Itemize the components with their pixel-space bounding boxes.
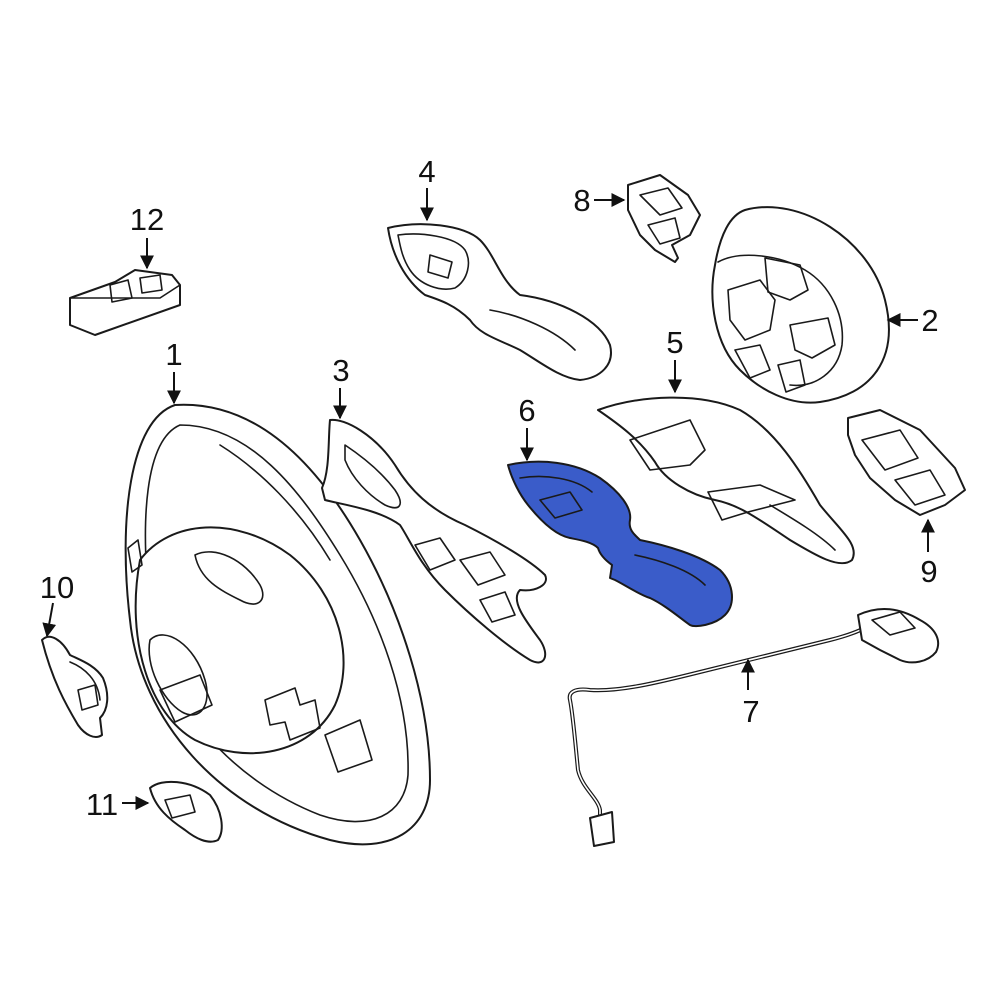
part-4-trim-panel[interactable]: [387, 223, 612, 381]
callout-8: 8: [573, 183, 590, 218]
callout-7: 7: [742, 694, 759, 729]
part-2-airbag-module[interactable]: [711, 206, 890, 404]
part-9-switch[interactable]: [847, 409, 966, 516]
callout-11: 11: [86, 787, 118, 822]
part-10-paddle[interactable]: [41, 635, 109, 738]
part-6-highlighted-cover[interactable]: [507, 460, 733, 628]
part-3-trim-cover[interactable]: [321, 418, 547, 664]
part-12-connector[interactable]: [69, 269, 181, 336]
part-6-fill: [507, 460, 733, 628]
callout-12: 12: [130, 202, 164, 237]
part-8-switch[interactable]: [627, 174, 701, 263]
part-5-lower-cover[interactable]: [597, 396, 855, 565]
callout-labels: 1 2 3 4 5 6 7 8 9 10 11 12: [40, 154, 939, 822]
callout-4: 4: [418, 154, 435, 189]
part-1-steering-wheel[interactable]: [124, 403, 431, 846]
callout-5: 5: [666, 325, 683, 360]
part-7-wiring-harness[interactable]: [567, 608, 940, 847]
callout-6: 6: [518, 393, 535, 428]
callout-2: 2: [921, 303, 938, 338]
leader-lines: [42, 188, 935, 810]
callout-3: 3: [332, 353, 349, 388]
callout-9: 9: [920, 554, 937, 589]
part-11-paddle[interactable]: [149, 780, 223, 843]
callout-10: 10: [40, 570, 74, 605]
callout-1: 1: [165, 337, 182, 372]
